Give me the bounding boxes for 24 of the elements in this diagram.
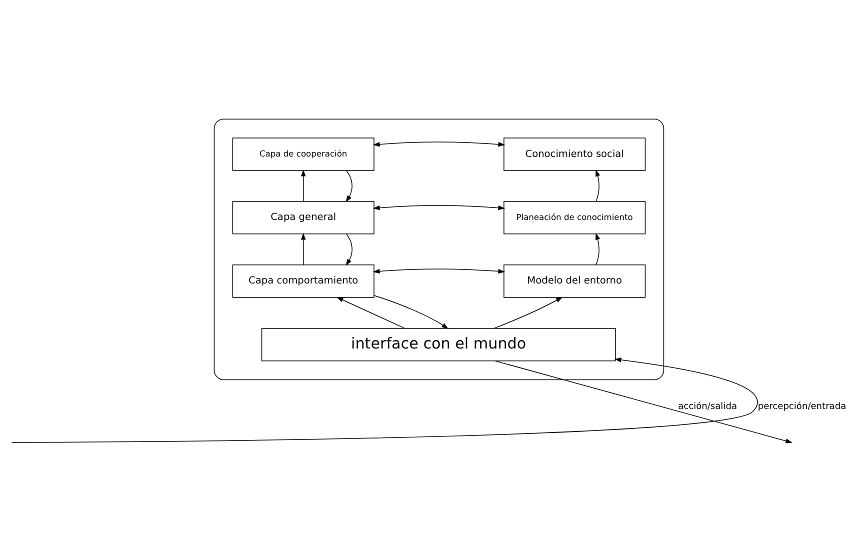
arrow bbox=[494, 296, 563, 329]
node-box: Conocimiento social bbox=[504, 138, 646, 171]
arrow bbox=[494, 360, 792, 444]
node-box: Capa de cooperación bbox=[232, 138, 374, 171]
cluster bbox=[214, 118, 664, 380]
arrow bbox=[596, 232, 600, 266]
arrow bbox=[300, 232, 306, 266]
edge-label: acción/salida bbox=[678, 402, 737, 412]
arrow bbox=[11, 358, 758, 443]
arrow bbox=[372, 142, 506, 147]
node-box: Capa general bbox=[232, 201, 374, 234]
arrow bbox=[346, 170, 352, 202]
edge-label: percepción/entrada bbox=[758, 402, 846, 412]
arrow bbox=[300, 169, 306, 202]
node-box: Capa comportamiento bbox=[232, 264, 374, 298]
arrow bbox=[372, 205, 506, 210]
node-box: Planeación de conocimiento bbox=[504, 201, 646, 234]
arrow bbox=[336, 297, 406, 329]
arrow bbox=[374, 295, 449, 329]
arrow bbox=[372, 268, 506, 274]
node-box: Modelo del entorno bbox=[504, 264, 646, 298]
arrow bbox=[346, 234, 352, 266]
node-box: interface con el mundo bbox=[261, 328, 616, 362]
arrow bbox=[596, 170, 600, 202]
